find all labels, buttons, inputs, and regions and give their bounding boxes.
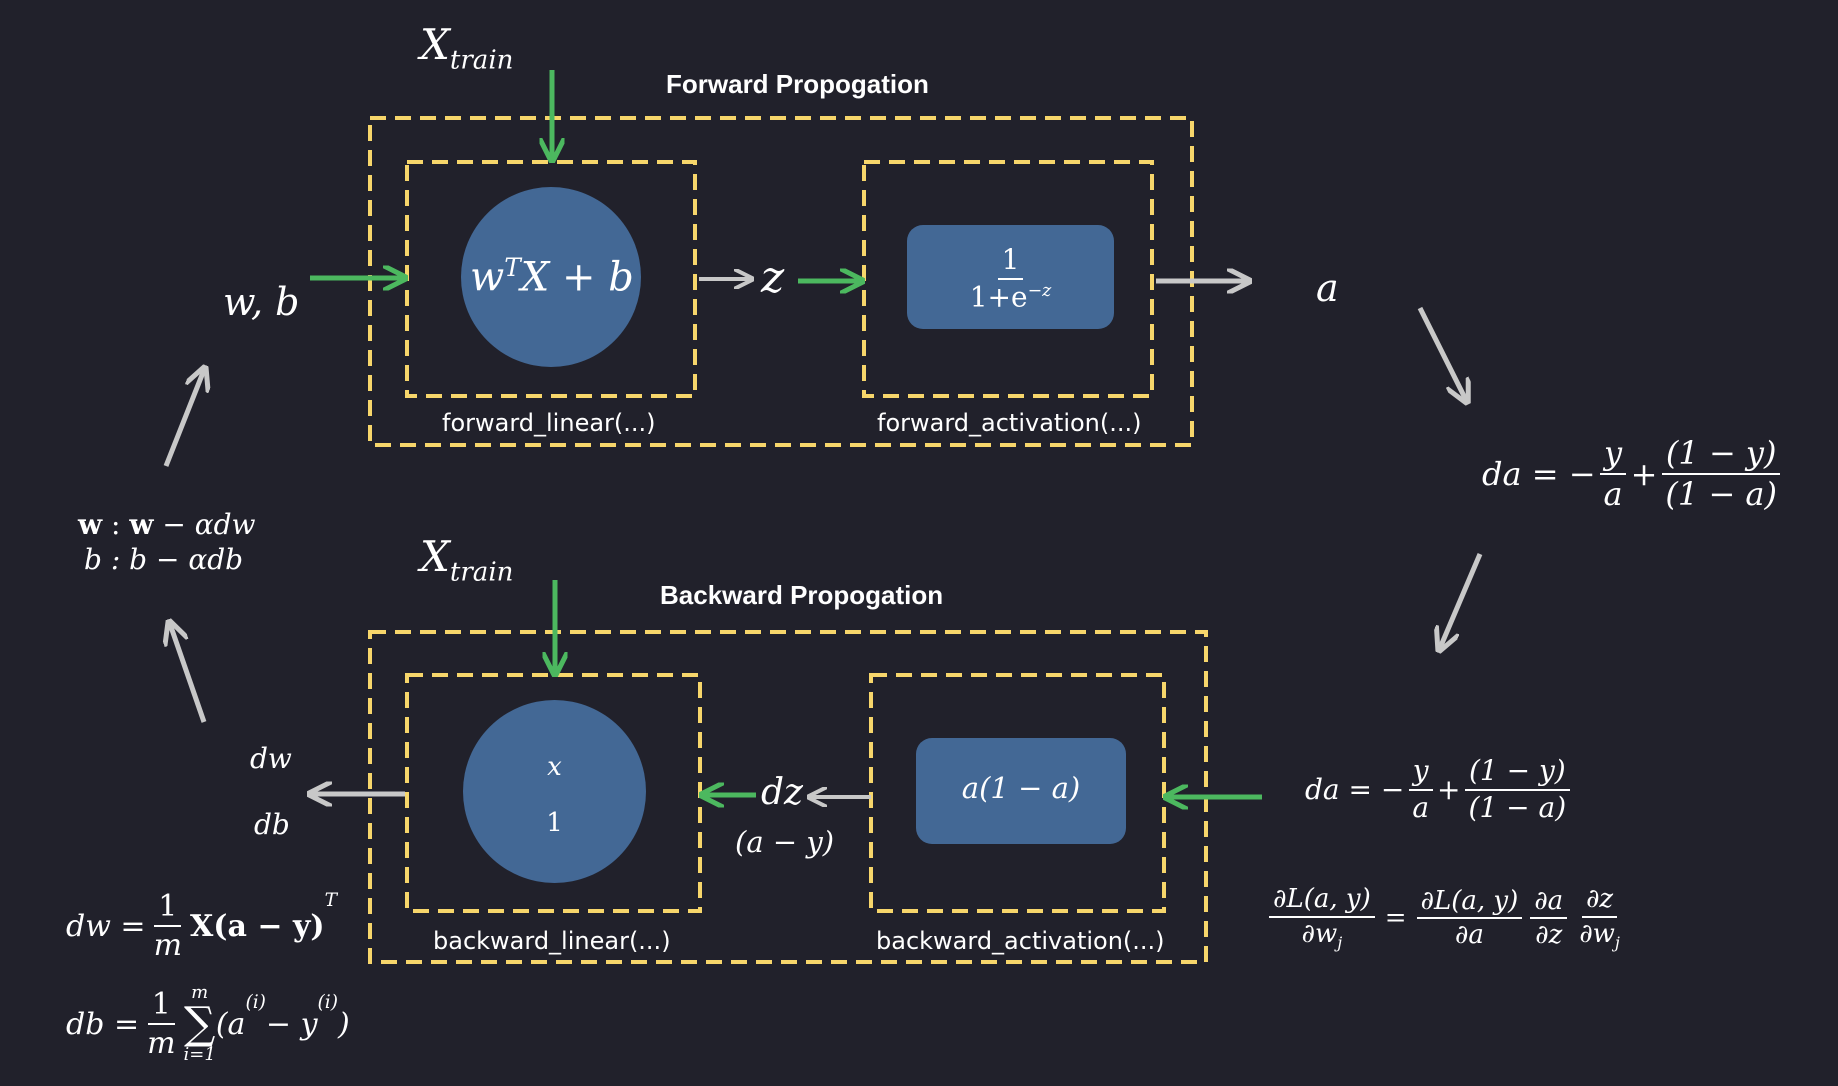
dz-value: (a − y) [735, 825, 835, 859]
backward-linear-fn-label: backward_linear(...) [433, 927, 671, 955]
forward-sigmoid-node [907, 225, 1114, 329]
arrow-update-to-wb [163, 370, 204, 467]
arrow-dwdb-to-update [170, 624, 207, 723]
backward-activation-fn-label: backward_activation(...) [876, 927, 1165, 955]
forward-activation-fn-label: forward_activation(...) [877, 409, 1142, 437]
summation: m ∑ i=1 [183, 982, 216, 1065]
backward-activation-node [916, 738, 1126, 844]
backward-linear-node [463, 700, 646, 883]
forward-xtrain-label: Xtrain [420, 20, 514, 76]
dw-label: dw [250, 742, 292, 775]
dz-label: dz [761, 772, 804, 813]
wb-label: w, b [223, 280, 300, 324]
forward-title: Forward Propogation [666, 69, 929, 99]
forward-linear-fn-label: forward_linear(...) [442, 409, 656, 437]
arrow-da-down [1440, 553, 1483, 648]
backward-xtrain-label: Xtrain [420, 532, 514, 588]
backward-circle-x: x [547, 752, 562, 782]
backward-circle-one: 1 [546, 808, 563, 838]
z-label: z [761, 252, 785, 303]
chain-rule-formula: ∂L(a, y)∂wj = ∂L(a, y)∂a ∂a∂z ∂z∂wj [1265, 885, 1628, 952]
forward-linear-node [461, 187, 641, 367]
db-label: db [254, 808, 290, 841]
update-rule-w: w : w − αdw [78, 508, 256, 541]
forward-linear-equation: wTX + b [470, 253, 634, 301]
a-output-label: a [1316, 266, 1339, 310]
sigmoid-formula: 1 1+e−z [969, 243, 1052, 314]
arrow-a-to-da [1417, 306, 1466, 400]
update-rule-b: b : b − αdb [84, 543, 244, 576]
backward-title: Backward Propogation [660, 580, 944, 610]
backward-activation-derivative: a(1 − a) [961, 771, 1081, 805]
